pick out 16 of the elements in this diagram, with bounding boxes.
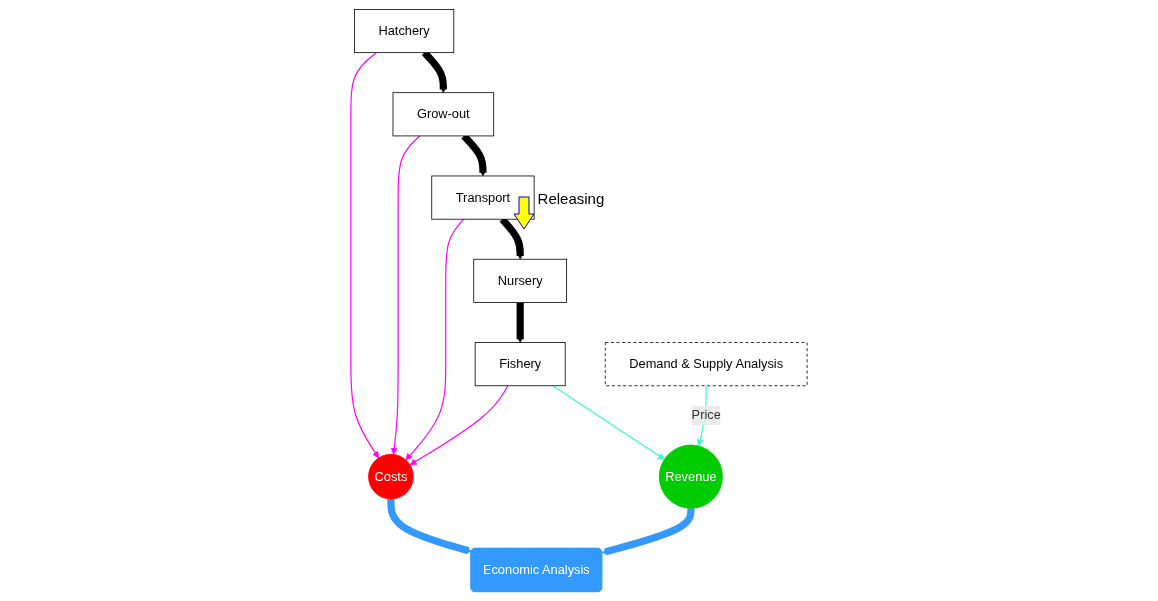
arrow [390, 135, 421, 455]
node-box: Nursery [473, 258, 568, 303]
edge-label: Price [691, 408, 721, 422]
arrow [350, 52, 379, 459]
arrow [516, 302, 524, 343]
node-box: Hatchery [354, 9, 455, 54]
node-circle: Revenue [658, 444, 723, 509]
node-box: Fishery [474, 342, 566, 387]
node-circle: Costs [368, 453, 414, 500]
node-box: Transport [431, 175, 535, 220]
annotation-text: Releasing [537, 189, 605, 207]
arrow [409, 385, 509, 466]
arrow [552, 385, 665, 460]
node-box: Demand & Supply Analysis [604, 342, 808, 387]
arrow [405, 218, 465, 461]
node-box: Grow-out [392, 92, 495, 137]
